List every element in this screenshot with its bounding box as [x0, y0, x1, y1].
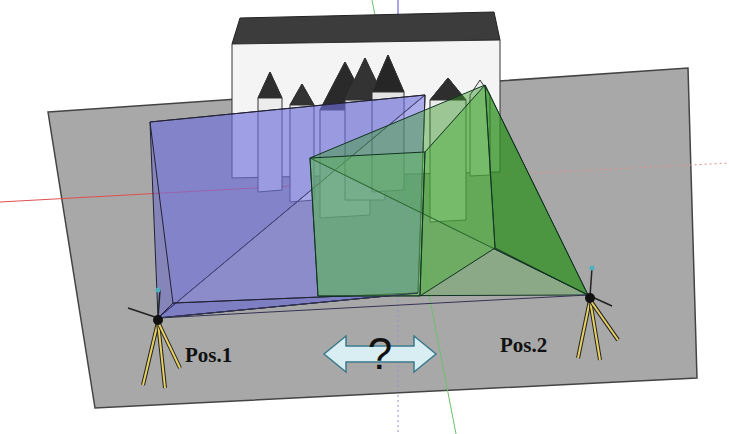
position-label: Pos.2 — [500, 333, 547, 358]
position-label: Pos.1 — [185, 343, 232, 368]
double-arrow: ? — [322, 322, 438, 386]
question-mark: ? — [322, 332, 438, 376]
